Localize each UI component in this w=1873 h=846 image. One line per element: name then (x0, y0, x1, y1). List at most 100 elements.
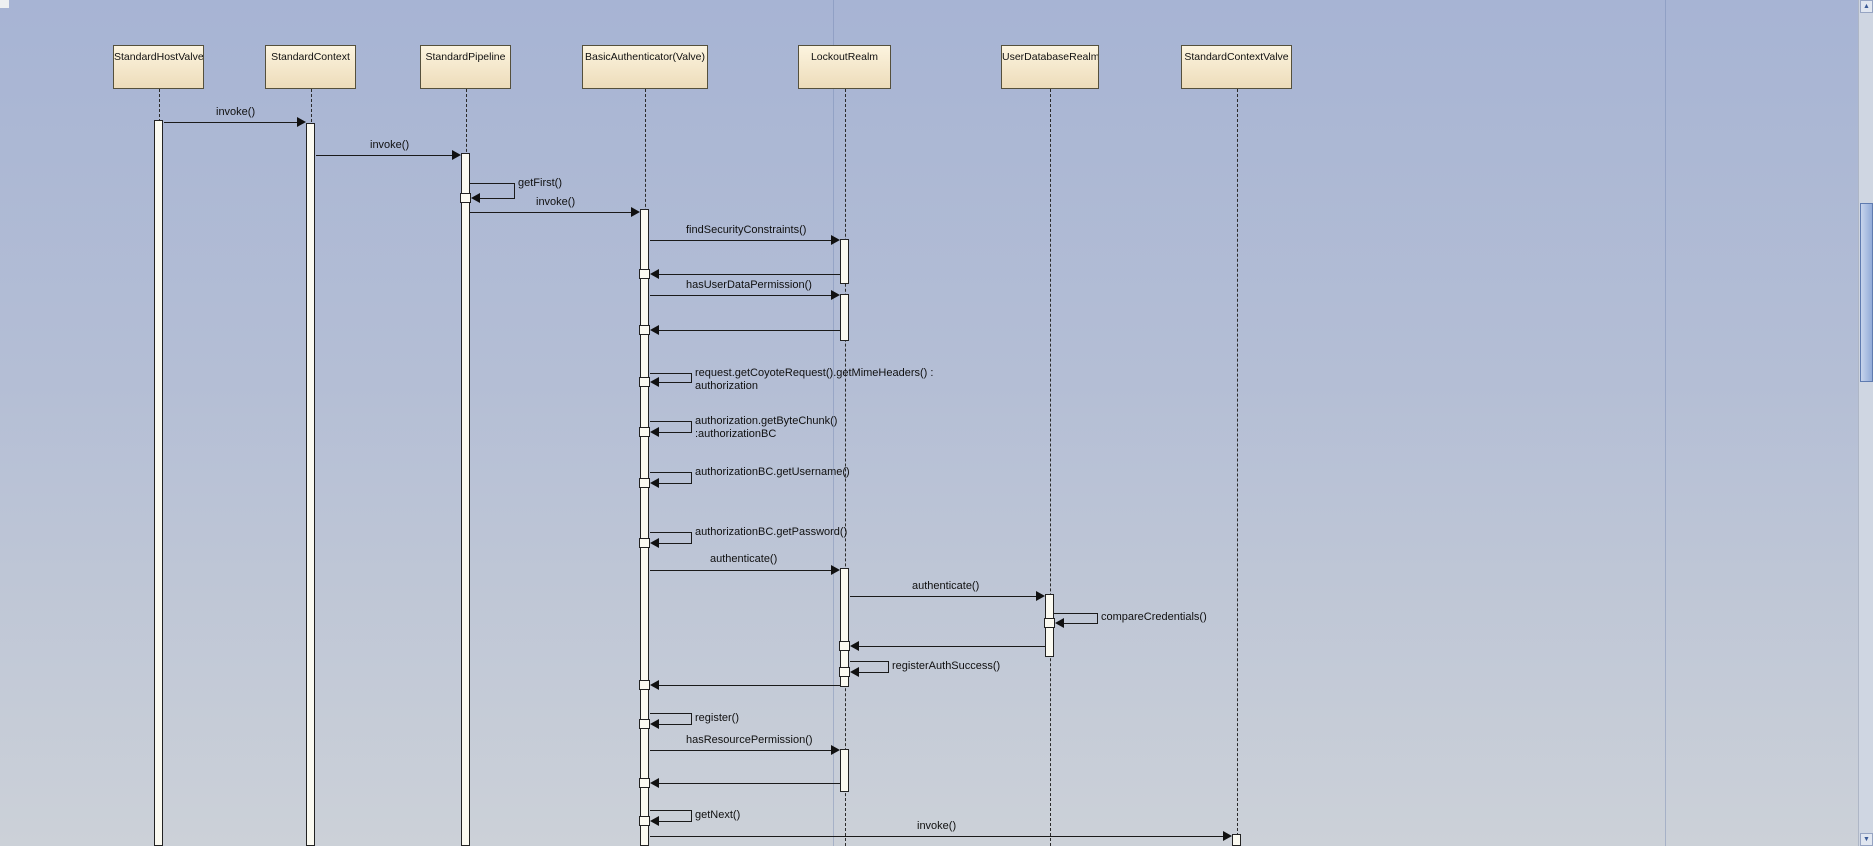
activation-bar (840, 749, 849, 792)
message-arrowhead (1036, 591, 1045, 601)
message-arrowhead (471, 193, 480, 203)
scroll-up-button[interactable]: ▲ (1860, 0, 1873, 13)
lifeline-head-standardcontextvalve: StandardContextValve (1181, 45, 1292, 89)
message-label: invoke() (536, 196, 576, 208)
self-message-line (659, 382, 691, 383)
message-arrowhead (831, 235, 840, 245)
return-line (859, 646, 1045, 647)
self-message-line (650, 373, 691, 374)
self-message-line (691, 810, 692, 822)
return-activation-box (639, 778, 650, 788)
activation-bar (461, 153, 470, 846)
self-message-line (659, 724, 691, 725)
activation-bar (840, 239, 849, 284)
self-message-line (691, 713, 692, 725)
message-arrowhead (452, 150, 461, 160)
activation-bar (640, 209, 649, 846)
message-label: invoke() (370, 139, 410, 151)
scroll-down-icon: ▼ (1863, 836, 1870, 843)
return-line (659, 330, 840, 331)
activation-bar (840, 568, 849, 687)
message-label: invoke() (917, 820, 957, 832)
activation-bar (306, 123, 315, 846)
message-label: authorization.getByteChunk() (695, 415, 838, 427)
self-message-line (691, 472, 692, 484)
return-activation-box (639, 680, 650, 690)
self-message-line (480, 198, 514, 199)
corner-artifact (0, 0, 9, 8)
lifeline-head-standardpipeline: StandardPipeline (420, 45, 511, 89)
self-message-line (1054, 613, 1097, 614)
activation-bar (1232, 834, 1241, 846)
message-line (650, 570, 831, 571)
return-line (659, 783, 840, 784)
activation-bar (840, 294, 849, 341)
message-line (850, 596, 1036, 597)
self-message-line (650, 472, 691, 473)
message-arrowhead (650, 427, 659, 437)
message-label: hasResourcePermission() (686, 734, 813, 746)
return-line (659, 274, 840, 275)
message-label: :authorizationBC (695, 428, 777, 440)
self-message-line (888, 661, 889, 673)
return-activation-box (639, 816, 650, 826)
message-arrowhead (1055, 618, 1064, 628)
message-label: authorizationBC.getUsername() (695, 466, 850, 478)
return-activation-box (639, 427, 650, 437)
self-message-line (470, 183, 514, 184)
self-message-line (1097, 613, 1098, 624)
scroll-up-icon: ▲ (1863, 3, 1870, 10)
message-label: getFirst() (518, 177, 562, 189)
message-arrowhead (297, 117, 306, 127)
page-break-line (1665, 0, 1666, 846)
lifeline-userdatabaserealm (1050, 89, 1051, 846)
message-line (650, 295, 831, 296)
self-message-line (850, 661, 888, 662)
message-label: compareCredentials() (1101, 611, 1207, 623)
lifeline-standardcontextvalve (1237, 89, 1238, 846)
return-activation-box (639, 538, 650, 548)
message-label: authenticate() (912, 580, 980, 592)
return-activation-box (1044, 618, 1055, 628)
message-label: request.getCoyoteRequest().getMimeHeader… (695, 367, 934, 379)
vertical-scrollbar[interactable]: ▲ ▼ (1858, 0, 1873, 846)
message-arrowhead (831, 745, 840, 755)
return-activation-box (639, 377, 650, 387)
message-label: invoke() (216, 106, 256, 118)
return-line (659, 685, 840, 686)
message-arrowhead (650, 538, 659, 548)
lifeline-head-lockoutrealm: LockoutRealm (798, 45, 891, 89)
message-label: authenticate() (710, 553, 778, 565)
scroll-down-button[interactable]: ▼ (1860, 833, 1873, 846)
message-label: getNext() (695, 809, 741, 821)
message-line (650, 836, 1223, 837)
scrollbar-thumb[interactable] (1860, 203, 1873, 382)
message-line (650, 240, 831, 241)
message-arrowhead (650, 377, 659, 387)
self-message-line (691, 532, 692, 544)
lifeline-head-userdatabaserealm: UserDatabaseRealm (1001, 45, 1099, 89)
return-activation-box (839, 641, 850, 651)
self-message-line (514, 183, 515, 199)
message-label: authorization (695, 380, 758, 392)
message-label: registerAuthSuccess() (892, 660, 1001, 672)
self-message-line (1064, 623, 1097, 624)
return-activation-box (460, 193, 471, 203)
self-message-line (650, 810, 691, 811)
page-break-line (833, 0, 834, 846)
message-line (650, 750, 831, 751)
self-message-line (859, 672, 888, 673)
return-activation-box (639, 269, 650, 279)
self-message-line (691, 373, 692, 383)
message-arrowhead (650, 778, 659, 788)
self-message-line (659, 483, 691, 484)
return-activation-box (639, 325, 650, 335)
activation-bar (154, 120, 163, 846)
message-arrowhead (650, 816, 659, 826)
message-line (470, 212, 631, 213)
message-label: hasUserDataPermission() (686, 279, 812, 291)
message-label: register() (695, 712, 740, 724)
return-activation-box (839, 667, 850, 677)
message-line (316, 155, 453, 156)
